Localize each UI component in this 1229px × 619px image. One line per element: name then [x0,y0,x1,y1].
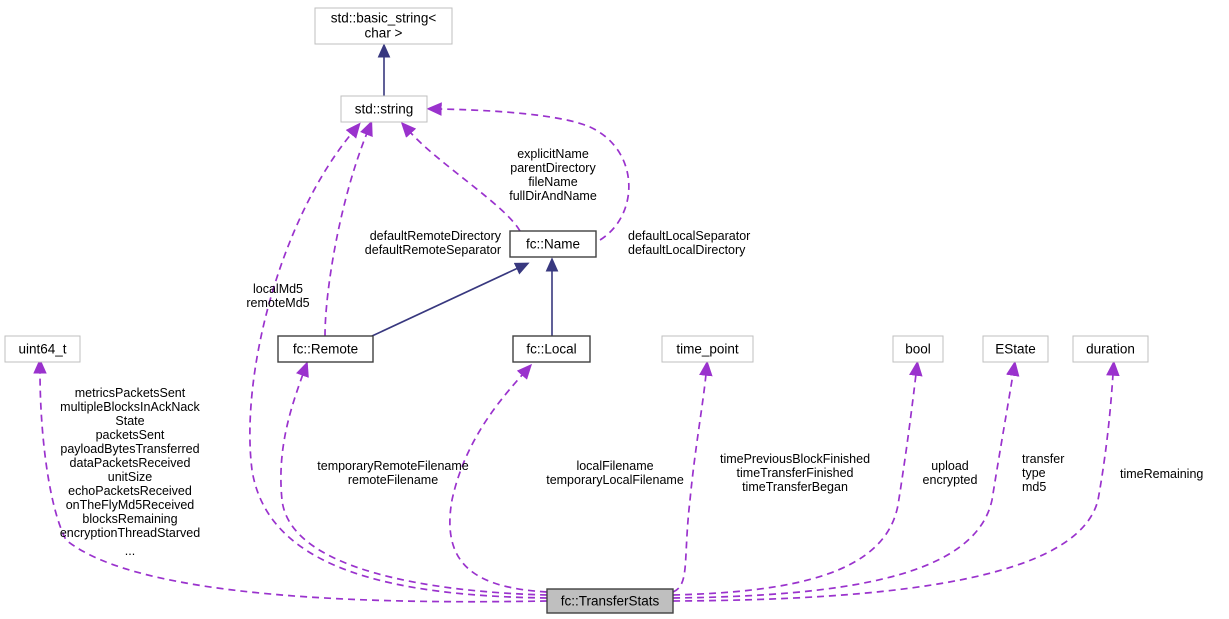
edge-label-line: timeTransferFinished [737,466,854,480]
edge-labels: explicitName parentDirectory fileName fu… [60,147,1204,558]
edge-label-line: payloadBytesTransferred [60,442,199,456]
node-time-point[interactable]: time_point [661,335,754,363]
node-basic-string[interactable]: std::basic_string< char > [314,7,453,45]
edge-transferstats-to-timepoint [672,360,713,593]
edge-label-line: type [1022,466,1046,480]
node-duration-box[interactable] [1072,335,1149,363]
node-uint64-t[interactable]: uint64_t [4,335,81,363]
edge-label-line: multipleBlocksInAckNack [60,400,200,414]
edge-label-local-filenames: localFilename temporaryLocalFilename [546,459,684,487]
node-fc-remote[interactable]: fc::Remote [277,335,374,363]
edge-label-line: defaultRemoteDirectory [370,229,502,243]
edge-remote-to-string-defaultremote [324,120,373,337]
usage-edges [33,102,1120,603]
node-fc-name-label: fc::Name [526,237,580,252]
node-basic-string-label-line2: char > [365,26,403,41]
edge-name-to-string-explicit [400,121,521,232]
edge-label-default-remote: defaultRemoteDirectory defaultRemoteSepa… [365,229,502,257]
node-time-point-box[interactable] [661,335,754,363]
node-duration[interactable]: duration [1072,335,1149,363]
edge-transferstats-to-estate [672,360,1020,599]
node-basic-string-label-line1: std::basic_string< [331,11,437,26]
node-estate-label: EState [995,342,1036,357]
edge-label-bool-fields: upload encrypted [923,459,978,487]
edge-label-line: defaultLocalDirectory [628,243,746,257]
node-fc-local-box[interactable] [512,335,591,363]
node-fc-name[interactable]: fc::Name [509,230,597,258]
edge-label-line: echoPacketsReceived [68,484,192,498]
node-fc-remote-label: fc::Remote [293,342,358,357]
edge-label-duration-fields: timeRemaining [1120,467,1203,481]
edge-label-line: remoteFilename [348,473,438,487]
edge-label-uint64-fields: metricsPacketsSent multipleBlocksInAckNa… [60,386,201,558]
edge-label-line: localFilename [576,459,653,473]
edge-label-line: metricsPacketsSent [75,386,186,400]
node-basic-string-box[interactable] [314,7,453,45]
edge-label-line: explicitName [517,147,589,161]
edge-label-line: dataPacketsReceived [70,456,191,470]
edge-label-line: unitSize [108,470,153,484]
edge-label-line: upload [931,459,969,473]
node-std-string-box[interactable] [340,95,428,123]
edge-label-line: packetsSent [96,428,165,442]
edge-label-line: timeTransferBegan [742,480,848,494]
edge-label-estate-fields: transfer type md5 [1022,452,1064,494]
node-fc-local-label: fc::Local [526,342,576,357]
edge-label-line: parentDirectory [510,161,596,175]
node-bool-box[interactable] [892,335,944,363]
edge-label-line: fullDirAndName [509,189,597,203]
node-uint64-t-label: uint64_t [18,342,66,357]
node-fc-remote-box[interactable] [277,335,374,363]
edge-transferstats-to-uint64 [33,358,548,603]
node-std-string-label: std::string [355,102,414,117]
node-std-string[interactable]: std::string [340,95,428,123]
edge-label-line: temporaryRemoteFilename [317,459,468,473]
edge-label-default-local: defaultLocalSeparator defaultLocalDirect… [628,229,750,257]
node-estate-box[interactable] [982,335,1049,363]
edge-label-line: defaultRemoteSeparator [365,243,501,257]
edge-label-remote-filenames: temporaryRemoteFilename remoteFilename [317,459,468,487]
edge-label-explicit-name: explicitName parentDirectory fileName fu… [509,147,597,203]
node-bool[interactable]: bool [892,335,944,363]
edge-transferstats-to-string-md5 [249,122,548,599]
edge-label-line: fileName [528,175,577,189]
node-uint64-t-box[interactable] [4,335,81,363]
node-fc-transferstats-label: fc::TransferStats [561,594,660,609]
edge-label-line: localMd5 [253,282,303,296]
edge-label-md5: localMd5 remoteMd5 [246,282,309,310]
edge-label-line: onTheFlyMd5Received [66,498,195,512]
edge-label-line: ... [125,544,135,558]
edge-label-line: md5 [1022,480,1046,494]
edge-remote-to-name [371,262,530,337]
edge-label-line: State [115,414,144,428]
edge-transferstats-to-bool [672,360,923,596]
edge-label-line: encrypted [923,473,978,487]
edge-label-line: transfer [1022,452,1064,466]
node-estate[interactable]: EState [982,335,1049,363]
node-duration-label: duration [1086,342,1135,357]
edge-name-to-string-defaultlocal [426,102,630,241]
node-fc-name-box[interactable] [509,230,597,258]
edge-label-line: temporaryLocalFilename [546,473,684,487]
inheritance-edges [371,43,559,337]
edge-label-line: blocksRemaining [82,512,177,526]
edge-label-time-fields: timePreviousBlockFinished timeTransferFi… [720,452,870,494]
node-fc-transferstats[interactable]: fc::TransferStats [546,588,674,614]
node-fc-transferstats-box[interactable] [546,588,674,614]
node-time-point-label: time_point [676,342,739,357]
edge-label-line: timeRemaining [1120,467,1203,481]
edge-transferstats-to-duration [672,360,1120,602]
node-fc-local[interactable]: fc::Local [512,335,591,363]
edge-label-line: timePreviousBlockFinished [720,452,870,466]
edge-label-line: defaultLocalSeparator [628,229,750,243]
edge-transferstats-to-local [449,363,548,593]
node-bool-label: bool [905,342,931,357]
edge-label-line: encryptionThreadStarved [60,526,200,540]
nodes: std::basic_string< char > std::string fc… [4,7,1149,614]
edge-label-line: remoteMd5 [246,296,309,310]
